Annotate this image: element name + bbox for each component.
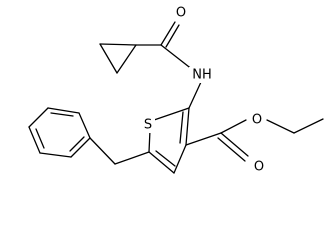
label-bg-oxygen-ester-single bbox=[250, 112, 264, 128]
bond-ch2-ph bbox=[89, 137, 116, 165]
bond-c4-c3 bbox=[173, 144, 187, 174]
bond-c3-ester bbox=[185, 132, 222, 146]
bond-amide-co-1 bbox=[160, 21, 176, 46]
bond-cyclopropyl-2 bbox=[99, 43, 118, 74]
label-bg-oxygen-amide bbox=[174, 5, 188, 21]
oxygen-ester-double-label: O bbox=[254, 160, 264, 175]
label-bg-nitrogen bbox=[189, 67, 214, 83]
bond-ph-1 bbox=[78, 112, 91, 139]
bond-nh-c2 bbox=[188, 81, 202, 109]
bond-c5-c4-b bbox=[155, 150, 176, 167]
label-bg-oxygen-ester-double bbox=[252, 159, 266, 175]
bond-ch2-ch3 bbox=[293, 118, 324, 134]
bond-s-c5 bbox=[148, 129, 151, 153]
bond-ph-5 bbox=[39, 152, 72, 158]
nitrogen-amide-label: NH bbox=[192, 68, 212, 83]
bond-amide-co-2 bbox=[165, 24, 180, 48]
atom-labels: O NH S O O bbox=[141, 5, 266, 175]
bond-ester-co-1 bbox=[220, 132, 249, 157]
bond-c3-c2-b bbox=[179, 111, 184, 144]
bond-c3-c2-a bbox=[185, 107, 190, 146]
bond-ph-inner-2 bbox=[35, 128, 45, 149]
bond-o-ch2 bbox=[266, 119, 295, 134]
label-bg-sulfur bbox=[141, 117, 155, 133]
bond-ph-2 bbox=[47, 107, 80, 114]
bond-carbonyl-nh bbox=[160, 44, 194, 71]
bond-ph-inner-1 bbox=[50, 112, 74, 117]
bond-ester-co-2 bbox=[217, 137, 246, 162]
bond-ester-o bbox=[220, 119, 247, 134]
bond-ph-inner-3 bbox=[69, 136, 85, 152]
bond-c2-s bbox=[153, 107, 190, 121]
bond-c5-c4-a bbox=[148, 151, 175, 174]
bond-cyclopropyl-3 bbox=[116, 44, 137, 74]
oxygen-amide-label: O bbox=[176, 6, 186, 21]
bond-ph-4 bbox=[28, 126, 41, 154]
bonds bbox=[28, 21, 324, 174]
oxygen-ester-single-label: O bbox=[252, 113, 262, 128]
bond-cyclopropyl-1 bbox=[99, 43, 137, 46]
bond-c5-ch2 bbox=[114, 151, 150, 165]
sulfur-ring-label: S bbox=[144, 118, 152, 133]
molecule-structure-diagram: O NH S O O bbox=[28, 5, 324, 175]
bond-ph-6 bbox=[70, 137, 91, 158]
bond-ph-3 bbox=[28, 107, 49, 128]
